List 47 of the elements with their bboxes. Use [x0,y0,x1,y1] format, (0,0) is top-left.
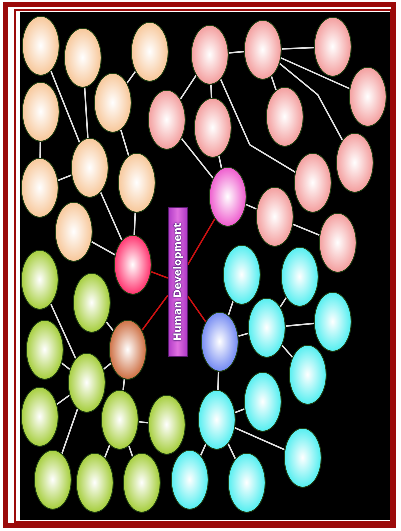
connector-line [181,138,214,179]
connector-line [246,204,258,210]
connector-line [122,379,126,391]
connector-line [238,332,249,338]
connector-line [228,444,236,460]
connector-line [100,192,123,241]
connector-line [56,394,70,406]
connector-line [126,71,136,84]
connector-line [58,174,72,182]
connector-line [180,75,197,100]
connector-line [134,212,136,236]
connector-line [228,301,234,316]
connector-line [293,224,320,236]
connector-line [282,345,294,358]
connector-line [138,421,148,424]
connector-line [280,298,288,308]
connector-line [106,322,114,332]
connector-line [210,84,213,98]
connector-line [50,304,77,360]
connector-line [128,446,134,457]
connector-line [120,130,130,156]
connector-line [61,408,79,454]
connector-line [200,444,207,456]
title-banner [168,207,188,357]
connector-line [282,47,314,50]
connector-line [228,51,244,54]
connector-line [286,322,314,328]
connector-line [187,296,207,322]
connector-line [218,156,223,169]
connector-line [84,88,89,138]
connector-line [234,427,286,451]
connector-line [217,372,220,390]
connector-line [151,271,168,279]
connector-line [92,241,116,256]
connector-line [40,142,42,158]
central-topic: Human Development [172,222,184,342]
connector-line [187,218,216,266]
connector-line [104,445,111,458]
connector-line [50,71,81,143]
connector-line [142,295,169,331]
connector-line [220,79,296,173]
connector-line [62,362,70,370]
connector-line [279,63,344,141]
connector-line [280,57,350,90]
connector-line [103,362,112,370]
connector-line [235,408,245,414]
connector-line [270,76,278,91]
